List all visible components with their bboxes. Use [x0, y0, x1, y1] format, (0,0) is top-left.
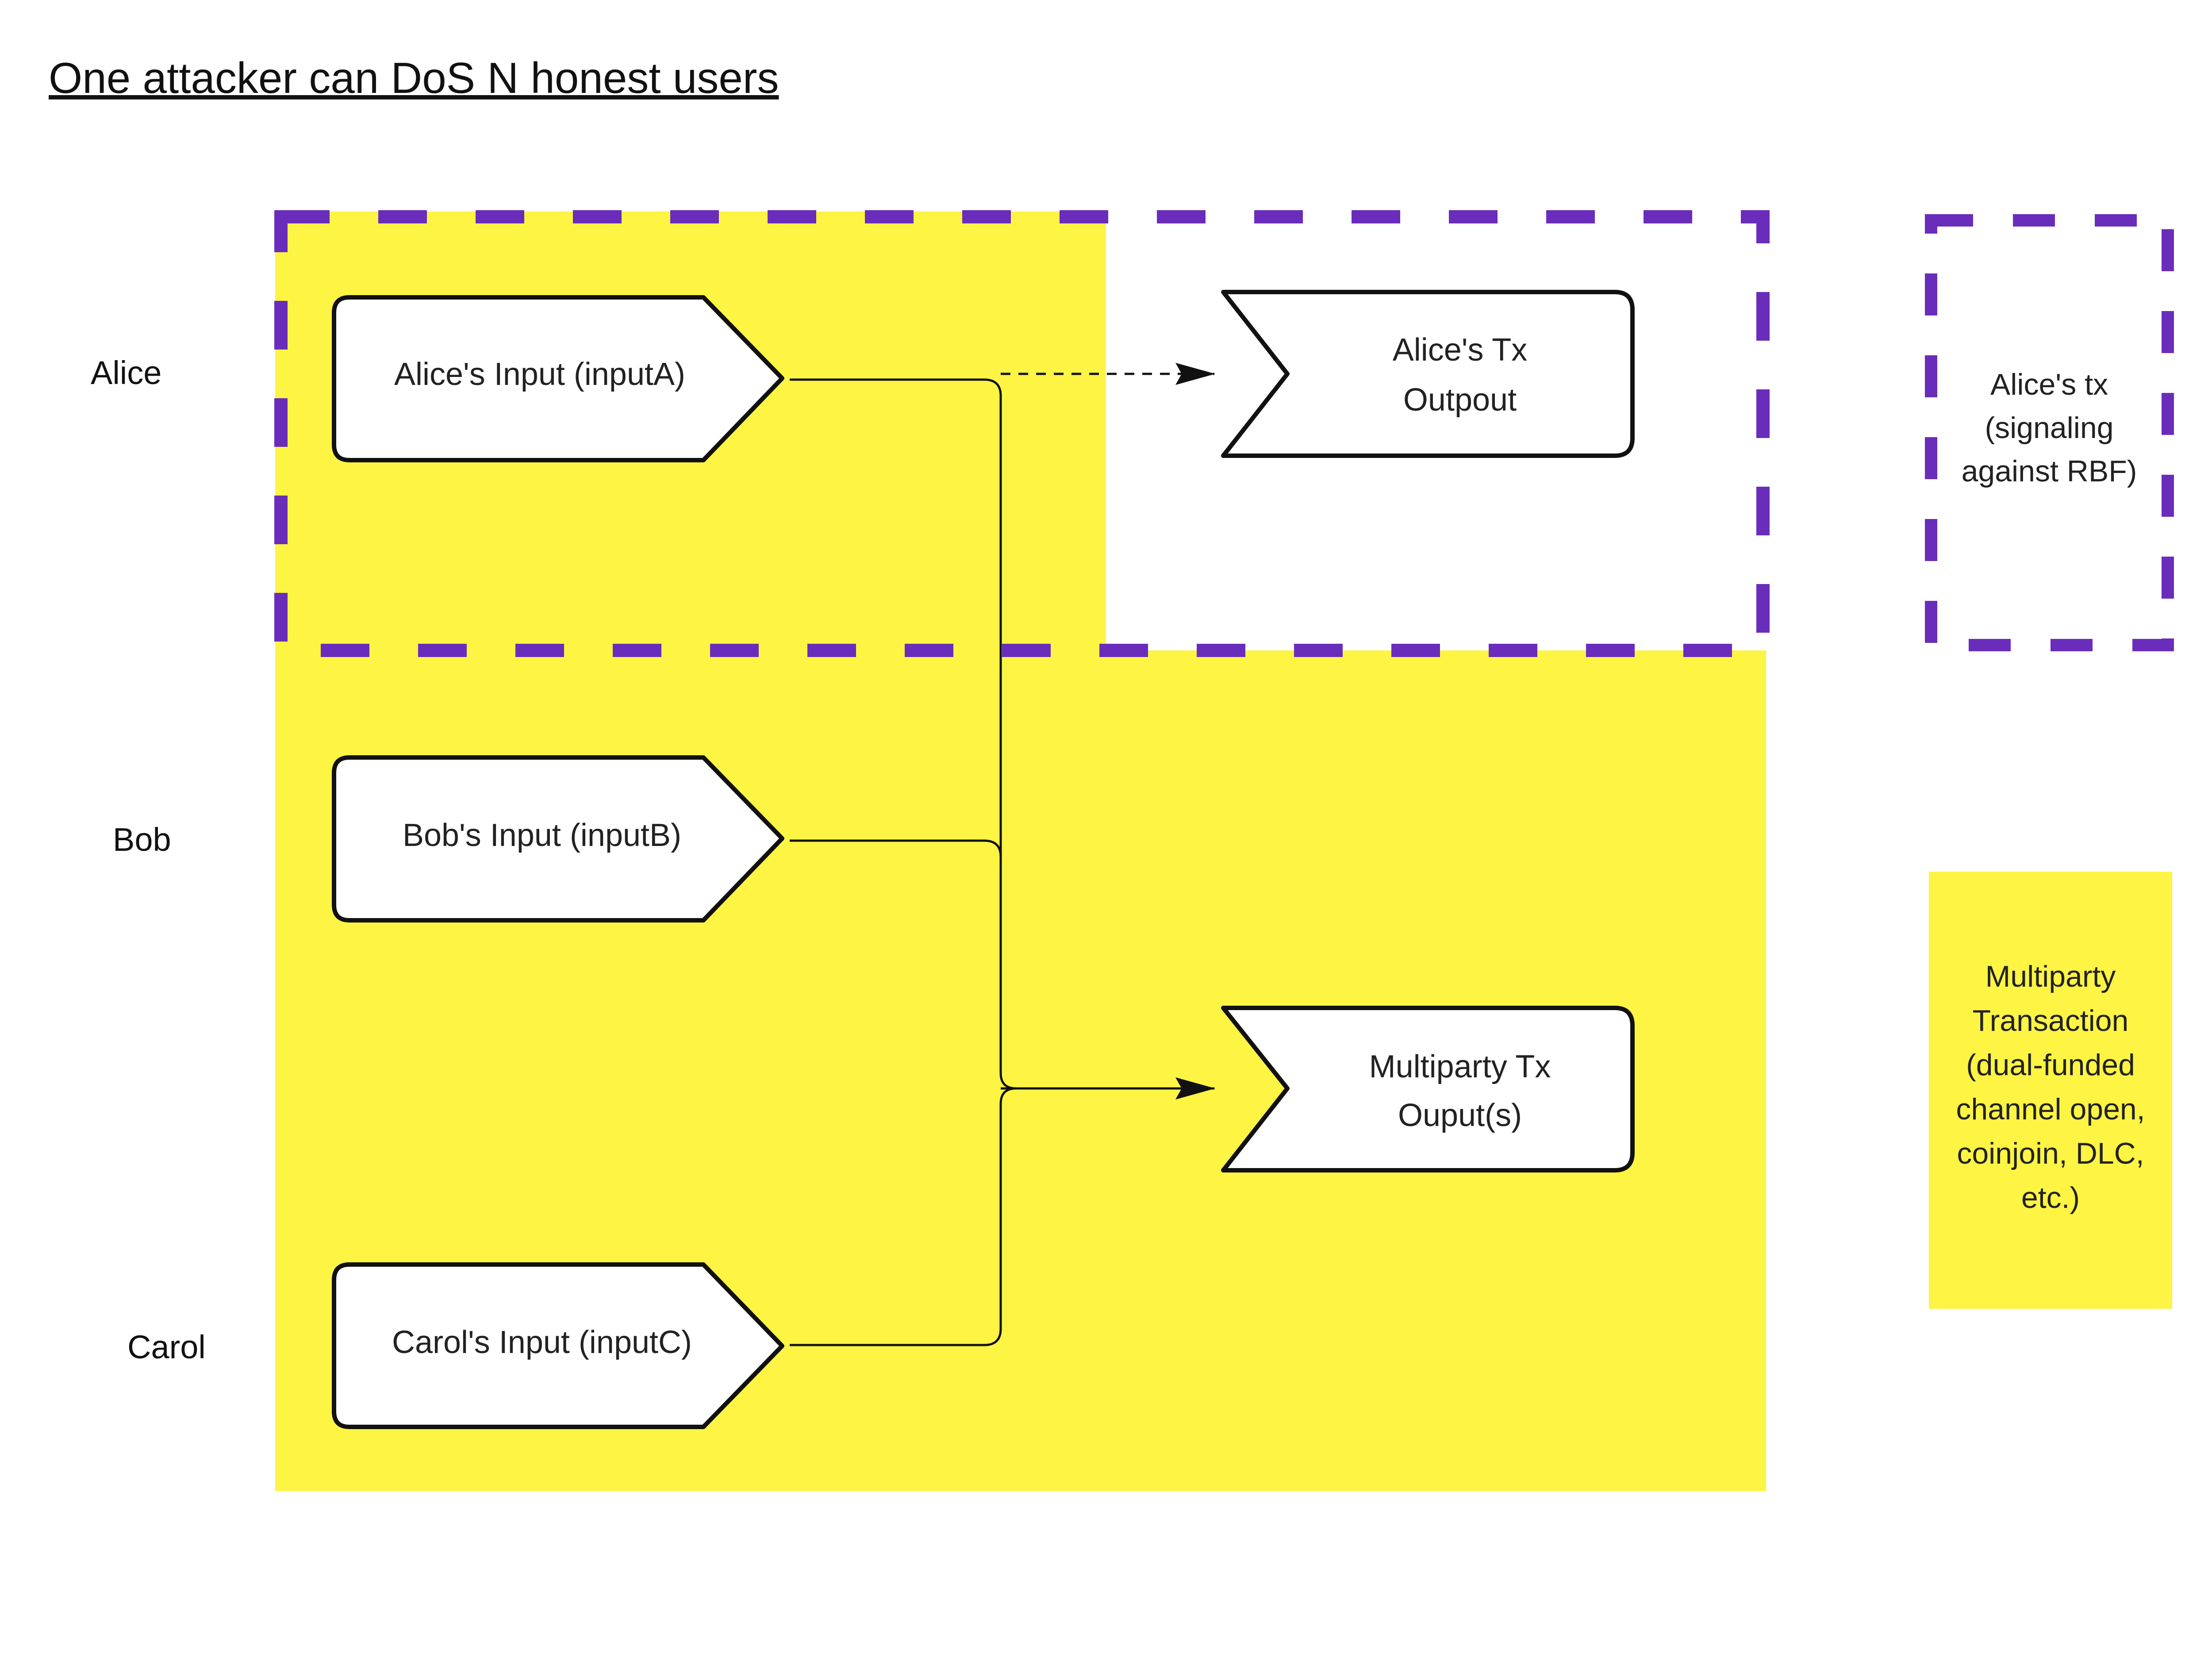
legend-multiparty-line2: Transaction	[1973, 1004, 2129, 1038]
alice-output-label-line2: Outpout	[1403, 382, 1517, 418]
legend-multiparty-line6: etc.)	[2021, 1181, 2080, 1215]
legend-alice-tx-line1: Alice's tx	[1990, 368, 2108, 401]
legend-multiparty-line5: coinjoin, DLC,	[1957, 1137, 2144, 1170]
alice-input-label: Alice's Input (inputA)	[394, 357, 685, 392]
connector-carol	[790, 1087, 1017, 1346]
multiparty-output-node: Multiparty Tx Ouput(s)	[1221, 1006, 1635, 1172]
row-label-alice: Alice	[91, 354, 161, 391]
legend-multiparty-line3: (dual-funded	[1966, 1048, 2135, 1082]
row-label-bob: Bob	[113, 821, 171, 858]
multiparty-output-label-line1: Multiparty Tx	[1369, 1049, 1551, 1084]
page-title: One attacker can DoS N honest users	[49, 54, 779, 102]
legend-alice-tx-line3: against RBF)	[1962, 454, 2137, 488]
legend-alice-tx-swatch	[1925, 214, 2174, 651]
alice-input-node: Alice's Input (inputA)	[332, 295, 784, 462]
connector-bob	[790, 839, 1002, 1073]
legend-alice-tx-line2: (signaling	[1985, 411, 2113, 445]
alice-output-label-line1: Alice's Tx	[1393, 332, 1528, 368]
alice-output-node: Alice's Tx Outpout	[1221, 290, 1635, 458]
carol-input-node: Carol's Input (inputC)	[332, 1262, 784, 1429]
legend-multiparty-line4: channel open,	[1956, 1092, 2145, 1126]
alice-tx-region	[274, 210, 1770, 657]
bob-input-label: Bob's Input (inputB)	[403, 818, 681, 853]
legend-multiparty-line1: Multiparty	[1985, 960, 2116, 993]
carol-input-label: Carol's Input (inputC)	[392, 1325, 692, 1360]
bob-input-node: Bob's Input (inputB)	[332, 755, 784, 923]
legend-multiparty-swatch	[1929, 872, 2172, 1309]
multiparty-output-label-line2: Ouput(s)	[1398, 1098, 1522, 1133]
row-label-carol: Carol	[127, 1329, 206, 1365]
